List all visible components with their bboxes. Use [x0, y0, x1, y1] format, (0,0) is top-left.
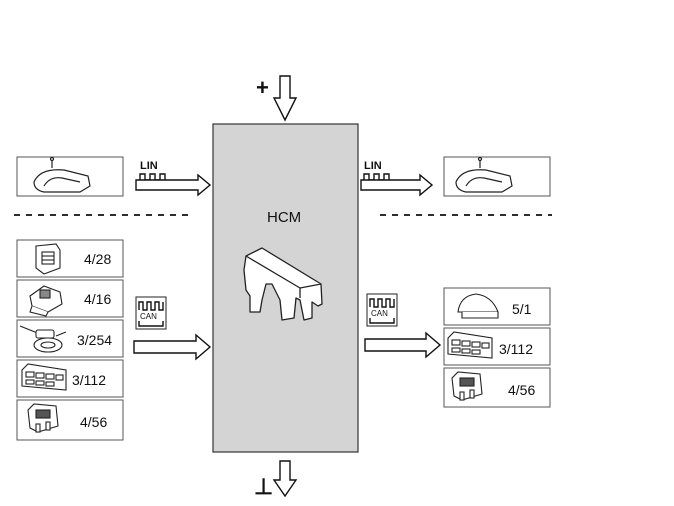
component-box: 4/56 — [443, 367, 551, 408]
switch-unit-icon — [29, 285, 63, 317]
right-component-stack: 5/1 3/112 4/56 — [443, 287, 551, 408]
hcm-housing-icon — [243, 247, 323, 321]
steering-switch-icon — [19, 325, 67, 353]
component-label: 3/112 — [499, 341, 533, 357]
ground-symbol: ⊥ — [254, 474, 273, 499]
can-bracket-icon — [138, 321, 164, 327]
control-module-icon — [35, 243, 61, 275]
component-box: 4/56 — [16, 399, 124, 441]
can-bus-left: CAN — [133, 296, 212, 361]
ground-output: ⊥ — [254, 460, 298, 499]
power-input: + — [256, 75, 298, 122]
can-bus-right: CAN — [364, 293, 442, 359]
component-box: 3/112 — [16, 359, 124, 398]
climate-panel-icon — [447, 331, 493, 359]
power-symbol: + — [256, 75, 269, 100]
right-headlamp — [443, 156, 551, 197]
component-label: 3/112 — [72, 372, 106, 388]
can-arrow-right-icon — [364, 331, 442, 359]
lin-signal-icon — [139, 173, 166, 181]
power-arrow-icon — [272, 75, 298, 122]
component-box: 4/16 — [16, 279, 124, 318]
left-headlamp — [16, 156, 124, 197]
component-label: 3/254 — [77, 332, 112, 348]
can-signal-icon — [138, 301, 164, 311]
can-signal-icon — [369, 298, 395, 308]
ground-arrow-icon — [272, 460, 298, 498]
lin-label-left: LIN — [140, 160, 158, 172]
component-box: 3/254 — [16, 319, 124, 358]
relay-module-icon — [451, 371, 483, 401]
can-label-right: CAN — [371, 309, 388, 318]
relay-module-icon — [27, 403, 59, 433]
component-label: 4/56 — [80, 414, 107, 430]
lin-bus-left: LIN — [135, 160, 212, 197]
hcm-label: HCM — [267, 209, 301, 226]
component-box: 5/1 — [443, 287, 551, 326]
instrument-cluster-icon — [457, 293, 499, 319]
climate-panel-icon — [21, 363, 67, 391]
lin-label-right: LIN — [364, 160, 382, 172]
left-component-stack: 4/28 4/16 3/254 — [16, 239, 124, 441]
can-label-left: CAN — [140, 312, 157, 321]
component-label: 4/16 — [84, 291, 111, 307]
headlamp-icon — [33, 156, 91, 193]
can-bracket-icon — [369, 318, 395, 324]
lin-arrow-left-icon — [135, 173, 212, 197]
component-label: 4/56 — [508, 382, 535, 398]
can-arrow-left-icon — [133, 333, 212, 361]
component-label: 5/1 — [512, 301, 532, 317]
lin-signal-icon — [363, 173, 390, 181]
component-box: 4/28 — [16, 239, 124, 278]
hcm-module: HCM — [212, 123, 359, 453]
component-label: 4/28 — [84, 251, 111, 267]
component-box: 3/112 — [443, 327, 551, 366]
lin-arrow-right-icon — [360, 173, 434, 197]
lin-bus-right: LIN — [360, 160, 434, 197]
headlamp-icon — [455, 156, 513, 193]
